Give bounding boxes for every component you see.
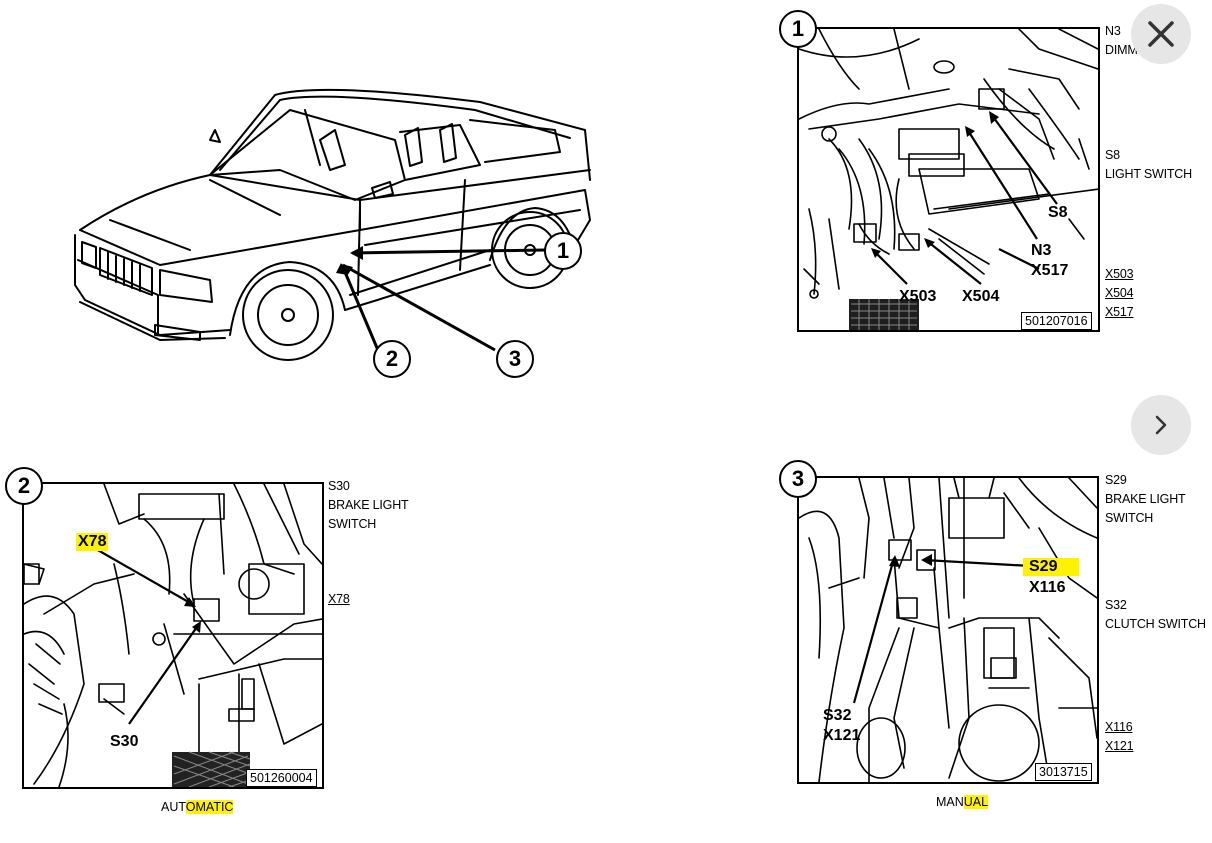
car-callout-2: 2 [373, 340, 411, 378]
panel-3-drawing [799, 478, 1097, 782]
panel-2-caption: AUTOMATIC [161, 800, 234, 814]
panel-1-label-s8: S8 [1048, 204, 1068, 221]
legend-s29-code: S29 [1105, 473, 1127, 487]
legend-panel-3-connectors: X116 X121 [1105, 718, 1134, 756]
legend-s32: S32 CLUTCH SWITCH [1105, 596, 1206, 634]
legend-connector-x116: X116 [1105, 720, 1133, 734]
legend-s8: S8 LIGHT SWITCH [1105, 146, 1192, 184]
panel-3-number: 3 [779, 460, 817, 498]
panel-2-brake-light-switch: X78 S30 501260004 [22, 482, 324, 789]
panel-1-drawing [799, 29, 1098, 330]
panel-3-caption: MANUAL [936, 795, 989, 809]
legend-connector-x517: X517 [1105, 305, 1134, 319]
legend-connector-x121: X121 [1105, 739, 1134, 753]
car-callout-3: 3 [496, 340, 534, 378]
panel-3-caption-part-2: UAL [963, 795, 989, 809]
panel-3-caption-part-1: MAN [936, 795, 964, 809]
legend-s29-desc-1: BRAKE LIGHT [1105, 492, 1186, 506]
legend-s32-desc: CLUTCH SWITCH [1105, 617, 1206, 631]
car-callout-1: 1 [544, 232, 582, 270]
panel-2-label-s30: S30 [110, 733, 139, 750]
car-drawing [74, 88, 591, 361]
legend-s8-code: S8 [1105, 148, 1120, 162]
panel-3-brake-clutch-switch: S29 X116 S32 X121 3013715 [797, 476, 1099, 784]
panel-2-label-x78: X78 [76, 533, 109, 551]
legend-connector-x78: X78 [328, 592, 350, 606]
panel-3-ref-code: 3013715 [1035, 763, 1092, 781]
legend-panel-1-connectors: X503 X504 X517 [1105, 265, 1134, 322]
panel-2-ref-code: 501260004 [246, 769, 317, 787]
panel-3-label-s32: S32 [823, 707, 852, 724]
legend-s30-desc-2: SWITCH [328, 517, 377, 531]
panel-2-caption-part-2: OMATIC [185, 800, 234, 814]
legend-n3-code: N3 [1105, 24, 1121, 38]
car-illustration [60, 70, 600, 400]
close-icon [1148, 21, 1174, 47]
legend-s30-code: S30 [328, 479, 350, 493]
panel-3-label-x116: X116 [1029, 579, 1066, 596]
panel-1-label-x503: X503 [899, 288, 937, 305]
panel-1-ref-code: 501207016 [1021, 312, 1092, 330]
chevron-right-icon [1155, 415, 1167, 435]
panel-1-dimmer-light-switch: S8 N3 X517 X503 X504 501207016 [797, 27, 1100, 332]
panel-2-caption-part-1: AUT [161, 800, 186, 814]
legend-panel-2-connectors: X78 [328, 590, 350, 609]
panel-1-label-n3: N3 [1031, 242, 1052, 259]
legend-connector-x503: X503 [1105, 267, 1134, 281]
panel-1-label-x517: X517 [1031, 262, 1069, 279]
panel-3-label-s29: S29 [1023, 558, 1080, 576]
panel-1-number: 1 [779, 10, 817, 48]
legend-connector-x504: X504 [1105, 286, 1134, 300]
close-button[interactable] [1131, 4, 1191, 64]
legend-s8-desc: LIGHT SWITCH [1105, 167, 1192, 181]
next-button[interactable] [1131, 395, 1191, 455]
panel-2-number: 2 [5, 467, 43, 505]
panel-1-label-x504: X504 [962, 288, 1000, 305]
legend-s29-desc-2: SWITCH [1105, 511, 1154, 525]
legend-s30: S30 BRAKE LIGHT SWITCH [328, 477, 409, 534]
legend-s29: S29 BRAKE LIGHT SWITCH [1105, 471, 1186, 528]
legend-s32-code: S32 [1105, 598, 1127, 612]
panel-3-label-x121: X121 [823, 727, 861, 744]
legend-s30-desc-1: BRAKE LIGHT [328, 498, 409, 512]
panel-2-drawing [24, 484, 322, 787]
